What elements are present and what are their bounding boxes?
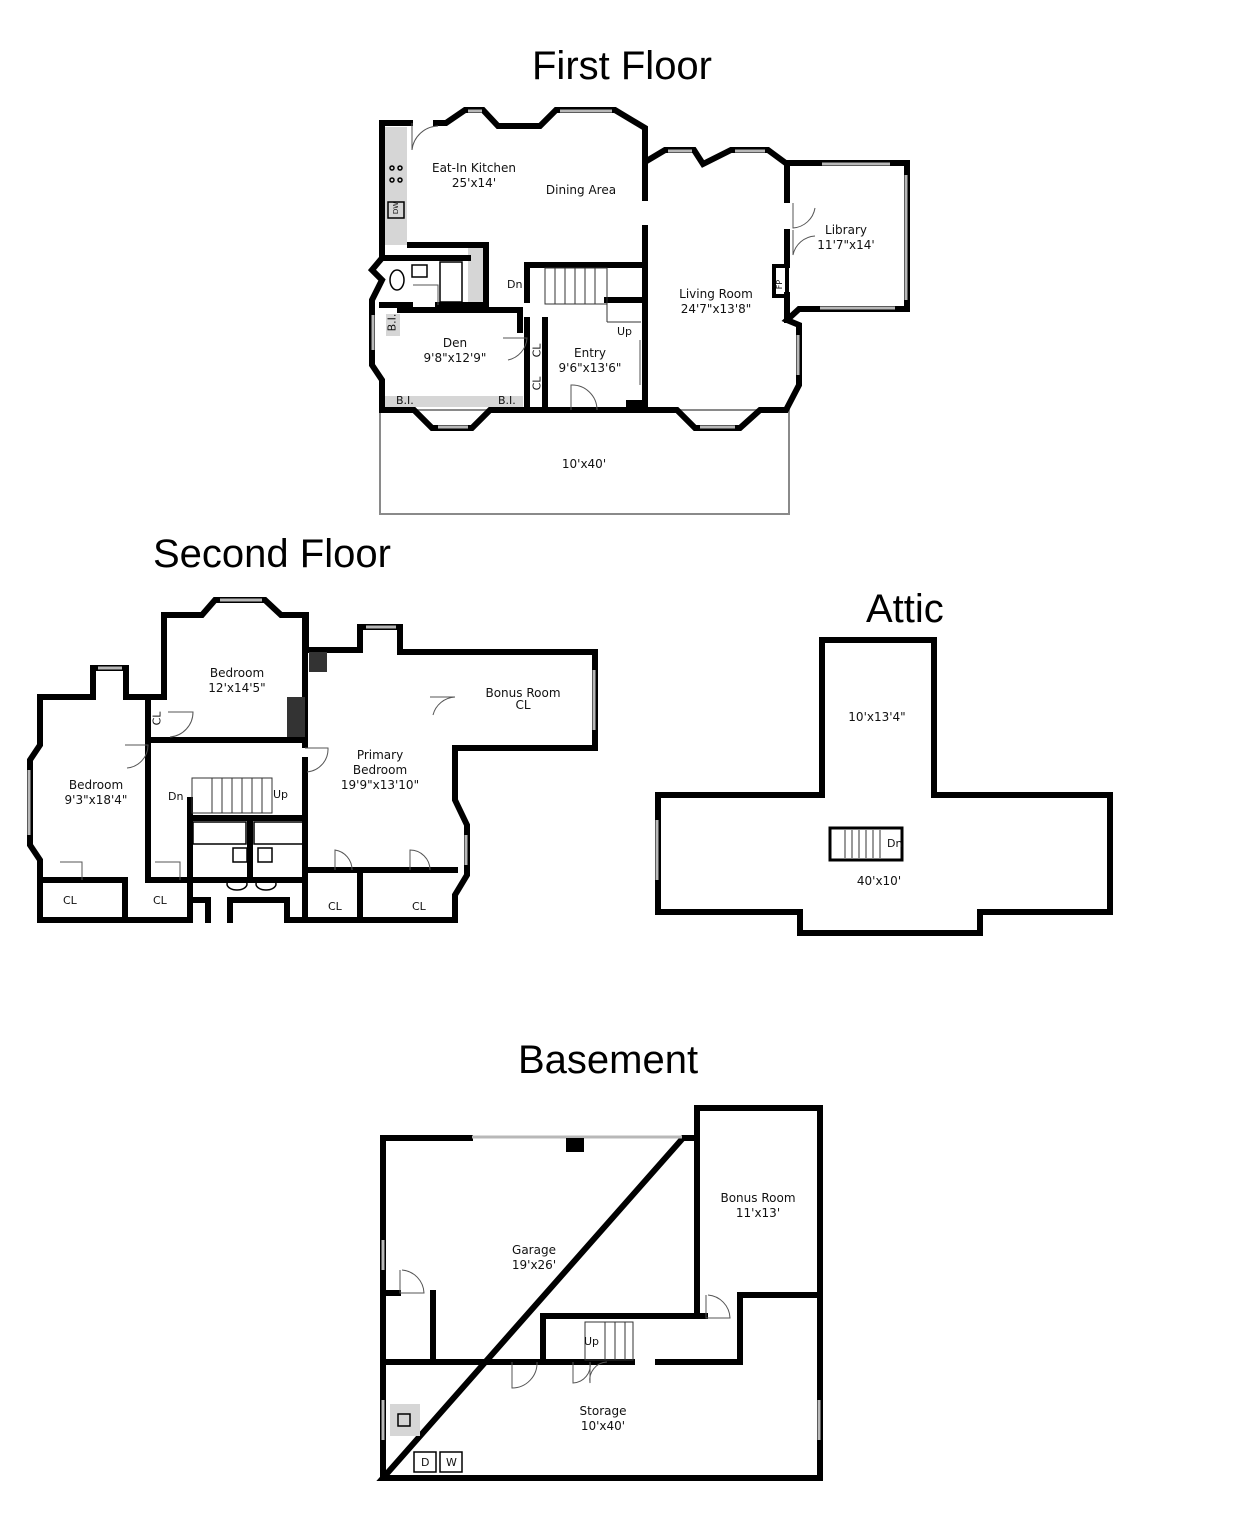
attic-plan: [655, 637, 1113, 936]
first-floor-stair-down-label: Dn: [507, 278, 523, 291]
attic-title: Attic: [866, 587, 944, 631]
bedroom-top-label: Bedroom 12'x14'5": [208, 666, 265, 696]
basement-bonus-room-label: Bonus Room 11'x13': [720, 1191, 795, 1221]
primary-bedroom-label: Primary Bedroom 19'9"x13'10": [341, 748, 419, 793]
dishwasher-label: DW: [392, 201, 401, 215]
basement-interior-walls: [380, 1105, 823, 1365]
den-label: Den 9'8"x12'9": [424, 336, 487, 366]
primary-bedroom-size: 19'9"x13'10": [340, 778, 420, 792]
washer-box: [439, 1451, 463, 1473]
den-closet-label: CL: [530, 343, 544, 358]
second-floor-exterior-wall: [27, 597, 598, 923]
second-floor-stairs: [191, 777, 273, 814]
living-room-size: 24'7"x13'8": [680, 302, 752, 316]
library-label: Library 11'7"x14': [817, 223, 874, 253]
library-name: Library: [825, 223, 867, 237]
second-floor-stair-down-label: Dn: [168, 790, 184, 803]
kitchen-label: Eat-In Kitchen 25'x14': [432, 161, 516, 191]
second-floor-doors: [60, 696, 456, 880]
first-floor-bath-fixtures: [387, 165, 463, 303]
basement-bonus-room-name: Bonus Room: [720, 1191, 796, 1205]
entry-closet-label: CL: [530, 376, 544, 391]
first-floor-stair-up-label: Up: [617, 325, 633, 338]
attic-top-label: 10'x13'4": [848, 710, 905, 725]
built-in-label-right: B.I.: [498, 394, 516, 407]
basement-bonus-room-size: 11'x13': [735, 1206, 781, 1220]
basement-title: Basement: [518, 1038, 699, 1082]
attic-main-label: 40'x10': [857, 874, 901, 889]
bedroom-left-name: Bedroom: [68, 778, 124, 792]
first-floor-interior-walls: [379, 159, 790, 413]
basement-plan: [376, 1105, 823, 1481]
basement-doors: [399, 1269, 731, 1389]
bedroom-top-name: Bedroom: [209, 666, 265, 680]
first-floor-doors: [411, 123, 816, 411]
storage-name: Storage: [579, 1404, 627, 1418]
bonus-room-cl-name2: CL: [515, 698, 531, 712]
second-floor-bath-fixtures: [192, 821, 305, 891]
attic-stairs: [828, 826, 904, 862]
entry-name: Entry: [574, 346, 606, 360]
built-in-label-side: B.I.: [385, 313, 399, 332]
living-room-name: Living Room: [679, 287, 753, 301]
garage-label: Garage 19'x26': [512, 1243, 556, 1273]
bedroom-left-label: Bedroom 9'3"x18'4": [65, 778, 128, 808]
porch-label: 10'x40': [562, 457, 606, 472]
storage-size: 10'x40': [580, 1419, 626, 1433]
garage-size: 19'x26': [511, 1258, 557, 1272]
second-floor-title: Second Floor: [153, 532, 391, 576]
dryer-label: D: [421, 1456, 430, 1469]
basement-stair-up-label: Up: [584, 1335, 600, 1348]
attic-top-size: 10'x13'4": [848, 710, 906, 724]
closet-3-label: CL: [328, 900, 342, 913]
bonus-room-cl-label: Bonus Room CL: [485, 687, 560, 711]
entry-size: 9'6"x13'6": [558, 361, 622, 375]
dryer-box: [413, 1451, 437, 1473]
bedroom-top-size: 12'x14'5": [208, 681, 266, 695]
first-floor-title: First Floor: [532, 44, 712, 88]
first-floor-windows: [371, 109, 908, 429]
closet-4-label: CL: [412, 900, 426, 913]
garage-name: Garage: [512, 1243, 556, 1257]
library-size: 11'7"x14': [817, 238, 875, 252]
living-room-label: Living Room 24'7"x13'8": [679, 287, 753, 317]
den-size: 9'8"x12'9": [423, 351, 487, 365]
attic-exterior-wall: [655, 637, 1113, 936]
first-floor-stairs: [544, 267, 641, 323]
storage-label: Storage 10'x40': [580, 1404, 627, 1434]
primary-bedroom-name2: Bedroom: [352, 763, 408, 777]
bedroom-top-closet-label: CL: [150, 711, 164, 726]
dining-name: Dining Area: [545, 183, 617, 197]
closet-2-label: CL: [153, 894, 167, 907]
primary-bedroom-name: Primary: [356, 748, 404, 762]
bedroom-left-size: 9'3"x18'4": [64, 793, 128, 807]
first-floor-plan: [367, 107, 910, 515]
utility-sink: [390, 1404, 420, 1436]
second-floor-stair-up-label: Up: [273, 788, 289, 801]
bonus-room-cl-name: Bonus Room: [485, 686, 561, 700]
second-floor-plan: [27, 597, 598, 923]
washer-label: W: [446, 1456, 457, 1469]
second-floor-windows: [27, 598, 596, 865]
kitchen-name: Eat-In Kitchen: [431, 161, 517, 175]
fireplace-marker: [772, 264, 789, 298]
basement-stairs: [584, 1321, 634, 1361]
attic-main-size: 40'x10': [856, 874, 902, 888]
attic-stair-down-label: Dn: [887, 837, 903, 850]
entry-label: Entry 9'6"x13'6": [559, 346, 622, 376]
kitchen-size: 25'x14': [451, 176, 497, 190]
built-in-label-left: B.I.: [396, 394, 414, 407]
den-name: Den: [442, 336, 468, 350]
porch-size: 10'x40': [561, 457, 607, 471]
fireplace-label: FP: [775, 279, 785, 290]
closet-1-label: CL: [63, 894, 77, 907]
dining-label: Dining Area: [546, 183, 616, 198]
